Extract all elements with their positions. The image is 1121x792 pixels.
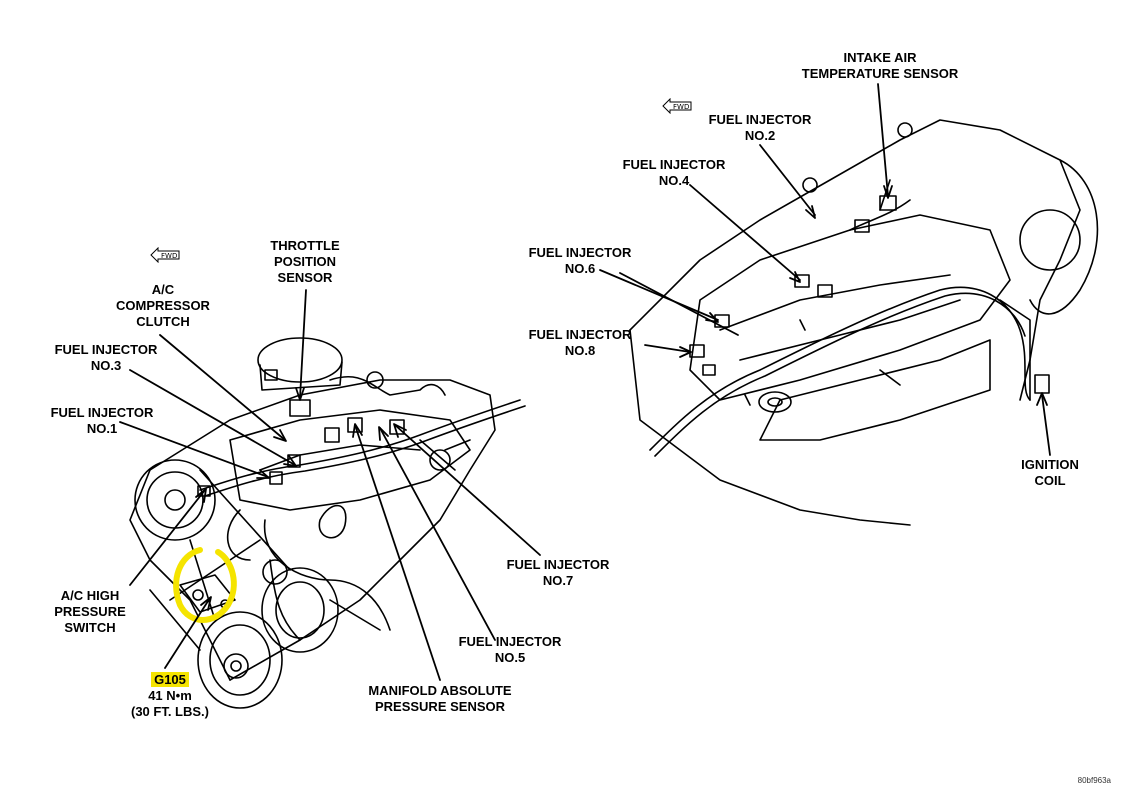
fwd-arrow-icon: FWD (662, 98, 692, 114)
fwd-text: FWD (161, 252, 177, 260)
leader-lines-left (119, 289, 541, 681)
fwd-arrow-icon: FWD (150, 247, 180, 263)
left-engine-view (129, 337, 526, 709)
label-ground-g105: G105 41 N•m(30 FT. LBS.) (130, 672, 209, 719)
ground-id-highlight: G105 (151, 672, 189, 687)
leader-lines-right (599, 83, 1051, 456)
fwd-text: FWD (673, 103, 689, 111)
figure-id: 80bf963a (1077, 776, 1111, 785)
highlight-marker (173, 547, 237, 623)
